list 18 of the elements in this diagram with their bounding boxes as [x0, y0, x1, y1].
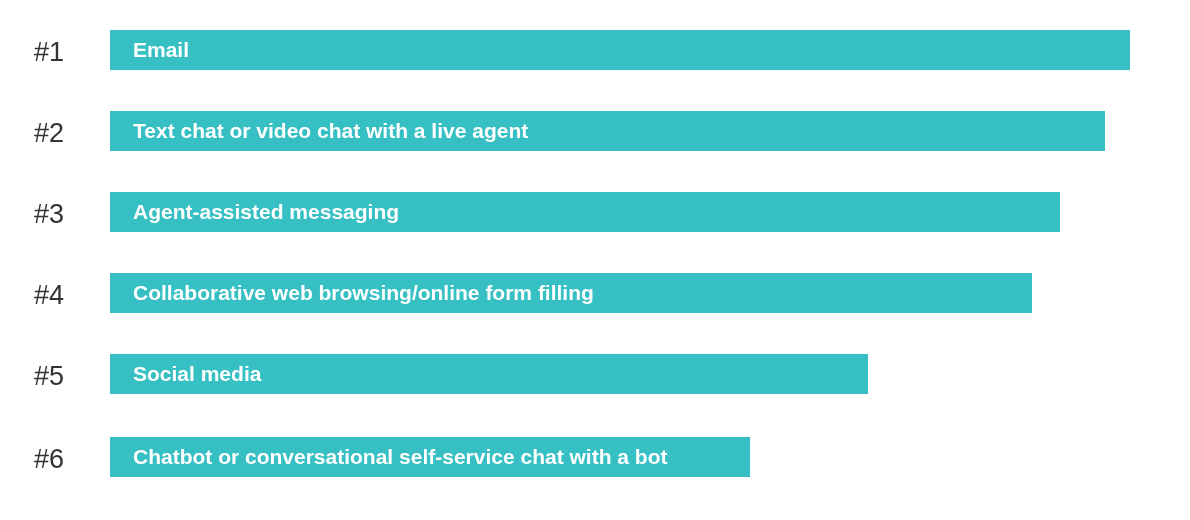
- ranking-bar: [110, 273, 1032, 313]
- ranking-bar: [110, 354, 868, 394]
- rank-number: #6: [34, 443, 65, 476]
- bar-label: Chatbot or conversational self-service chat with a bot: [133, 445, 668, 469]
- bar-label: Collaborative web browsing/online form filling: [133, 281, 594, 305]
- ranking-bar: [110, 111, 1105, 151]
- bar-label: Agent-assisted messaging: [133, 200, 400, 224]
- bar-label: Email: [133, 38, 190, 62]
- rank-number: #5: [34, 360, 65, 393]
- bar-label: Social media: [133, 362, 262, 386]
- rank-number: #2: [34, 117, 65, 150]
- ranking-bar: [110, 437, 750, 477]
- rank-number: #1: [34, 36, 65, 69]
- rank-number: #3: [34, 198, 65, 231]
- bar-label: Text chat or video chat with a live agent: [133, 119, 529, 143]
- ranking-bar: [110, 30, 1130, 70]
- ranking-bar: [110, 192, 1060, 232]
- rank-number: #4: [34, 279, 65, 312]
